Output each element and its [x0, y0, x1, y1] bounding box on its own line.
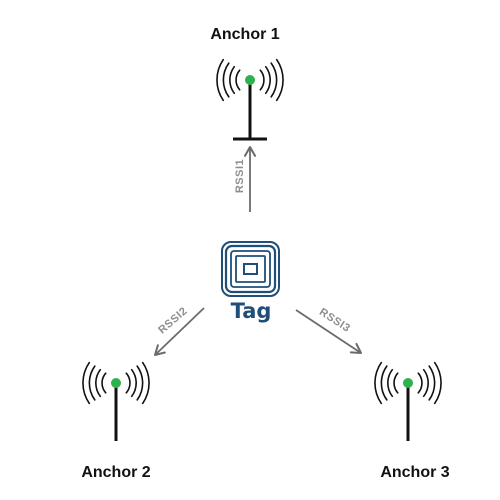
anchor-1: Anchor 1 [210, 26, 284, 141]
anchor-1-label: Anchor 1 [210, 26, 279, 43]
antenna-icon [374, 361, 442, 441]
antenna-icon [216, 58, 284, 141]
anchor-2-label: Anchor 2 [81, 464, 150, 481]
anchor-3-label: Anchor 3 [380, 464, 449, 481]
link-rssi3: RSSI3 [295, 306, 363, 355]
rssi2-label: RSSI2 [156, 305, 190, 337]
anchor-3-led [403, 378, 413, 388]
antenna-icon [82, 361, 150, 441]
rssi1-label: RSSI1 [234, 159, 246, 193]
anchor-2: Anchor 2 [81, 361, 151, 481]
link-arrow-rssi2 [153, 307, 205, 357]
tag: Tag [221, 241, 280, 323]
link-rssi1: RSSI1 [234, 145, 257, 212]
anchor-1-led [245, 75, 255, 85]
link-rssi2: RSSI2 [153, 305, 205, 357]
rfid-chip-icon [221, 241, 280, 297]
anchor-2-led [111, 378, 121, 388]
anchor-3: Anchor 3 [374, 361, 450, 481]
rssi3-label: RSSI3 [317, 306, 352, 335]
tag-label: Tag [231, 299, 272, 323]
link-arrow-rssi3 [295, 309, 363, 355]
